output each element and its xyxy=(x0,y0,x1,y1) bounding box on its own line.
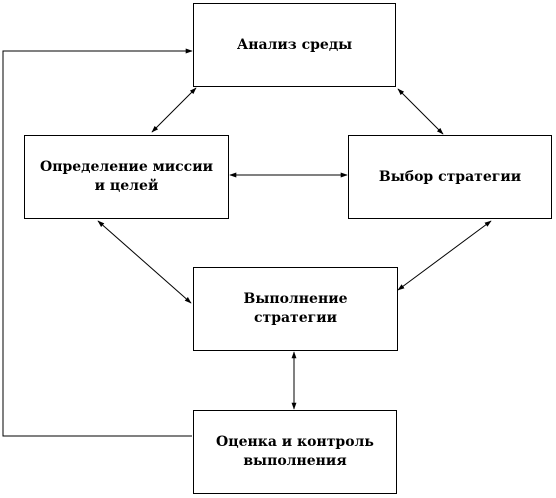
strategy-box: Выбор стратегии xyxy=(348,135,552,219)
arrow-mission-execution xyxy=(97,220,192,304)
execution-label: Выполнение стратегии xyxy=(243,291,348,326)
mission-label-line2: и целей xyxy=(94,178,159,194)
arrow-strategy-execution xyxy=(397,220,492,291)
mission-box: Определение миссии и целей xyxy=(24,135,229,219)
mission-label: Определение миссии и целей xyxy=(40,158,213,196)
evaluation-label-line2: выполнения xyxy=(243,453,347,469)
mission-label-line1: Определение миссии xyxy=(40,159,213,176)
analysis-box: Анализ среды xyxy=(193,3,396,87)
arrow-analysis-strategy xyxy=(397,88,444,135)
evaluation-box: Оценка и контроль выполнения xyxy=(193,410,397,494)
arrow-analysis-mission xyxy=(151,87,197,133)
evaluation-label-line1: Оценка и контроль xyxy=(216,434,374,451)
feedback-loop-arrow xyxy=(2,48,193,437)
evaluation-label: Оценка и контроль выполнения xyxy=(216,433,374,471)
analysis-label: Анализ среды xyxy=(236,36,353,53)
strategy-label: Выбор стратегии xyxy=(378,168,522,185)
execution-box: Выполнение стратегии xyxy=(193,267,398,351)
